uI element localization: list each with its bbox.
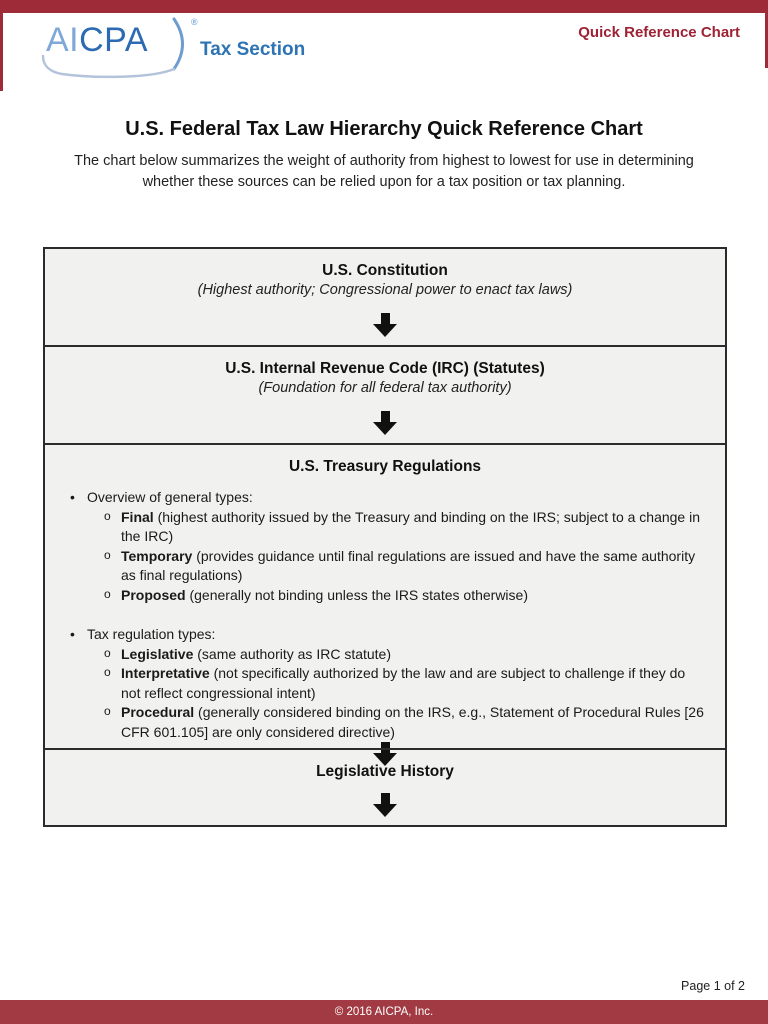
bullet-group-regulation-types: Tax regulation types: Legislative (same … xyxy=(45,625,725,742)
flow-node-treasury-regulations: U.S. Treasury Regulations Overview of ge… xyxy=(45,443,725,766)
term-desc: (highest authority issued by the Treasur… xyxy=(121,508,701,545)
header-red-band xyxy=(0,0,768,13)
aicpa-wordmark-dark: CPA xyxy=(79,21,149,59)
logo-swoosh-icon xyxy=(41,17,184,79)
down-arrow-icon xyxy=(373,313,397,337)
page-title: U.S. Federal Tax Law Hierarchy Quick Ref… xyxy=(125,118,643,140)
down-arrow-icon xyxy=(373,793,397,817)
header-edge-right xyxy=(765,13,768,68)
term-desc: (generally considered binding on the IRS… xyxy=(121,704,704,740)
term-desc: (same authority as IRC statute) xyxy=(197,645,392,662)
term-label: Proposed xyxy=(121,586,186,603)
sub-bullet-item: Proposed (generally not binding unless t… xyxy=(45,585,725,606)
node-heading: U.S. Constitution xyxy=(322,262,448,279)
node-subtext: (Foundation for all federal tax authorit… xyxy=(258,380,512,396)
sub-bullet-item: Temporary (provides guidance until final… xyxy=(45,546,725,586)
aicpa-wordmark: AICPA xyxy=(46,23,148,57)
bullet-item: Tax regulation types: xyxy=(45,625,725,645)
node-subtext: (Highest authority; Congressional power … xyxy=(197,282,573,298)
sub-bullet-item: Final (highest authority issued by the T… xyxy=(45,507,725,547)
term-desc: (generally not binding unless the IRS st… xyxy=(189,586,528,603)
node-heading: Legislative History xyxy=(316,763,454,780)
header-edge-left xyxy=(0,13,3,91)
flow-node-legislative-history: Legislative History xyxy=(45,748,725,825)
hierarchy-flowchart: U.S. Constitution (Highest authority; Co… xyxy=(43,247,727,827)
term-desc: (provides guidance until final regulatio… xyxy=(121,547,696,584)
term-desc: (not specifically authorized by the law … xyxy=(121,665,686,701)
aicpa-wordmark-light: AI xyxy=(46,21,80,59)
term-label: Interpretative xyxy=(121,665,210,681)
regulation-bullet-lists: Overview of general types: Final (highes… xyxy=(45,488,725,742)
bullet-item: Overview of general types: xyxy=(45,488,725,508)
node-heading: U.S. Treasury Regulations xyxy=(288,458,482,475)
flow-node-constitution: U.S. Constitution (Highest authority; Co… xyxy=(45,249,725,345)
term-label: Legislative xyxy=(121,645,194,662)
down-arrow-icon xyxy=(373,742,397,766)
term-label: Procedural xyxy=(121,704,195,720)
tax-section-label: Tax Section xyxy=(200,39,306,60)
page-number: Page 1 of 2 xyxy=(681,979,745,993)
aicpa-logo: AICPA ® Tax Section xyxy=(38,16,308,79)
term-label: Final xyxy=(121,508,154,525)
page-subtitle: The chart below summarizes the weight of… xyxy=(74,153,694,190)
flow-node-irc: U.S. Internal Revenue Code (IRC) (Statut… xyxy=(45,345,725,443)
doc-type-label: Quick Reference Chart xyxy=(578,24,740,41)
footer-copyright-bar: © 2016 AICPA, Inc. xyxy=(0,1000,768,1024)
sub-bullet-item: Legislative (same authority as IRC statu… xyxy=(45,644,725,665)
term-label: Temporary xyxy=(121,547,193,564)
node-heading: U.S. Internal Revenue Code (IRC) (Statut… xyxy=(225,360,545,377)
sub-bullet-item: Interpretative (not specifically authori… xyxy=(45,663,725,703)
sub-bullet-item: Procedural (generally considered binding… xyxy=(45,702,725,742)
bullet-group-general-types: Overview of general types: Final (highes… xyxy=(45,488,725,605)
down-arrow-icon xyxy=(373,411,397,435)
registered-mark-icon: ® xyxy=(191,17,198,27)
